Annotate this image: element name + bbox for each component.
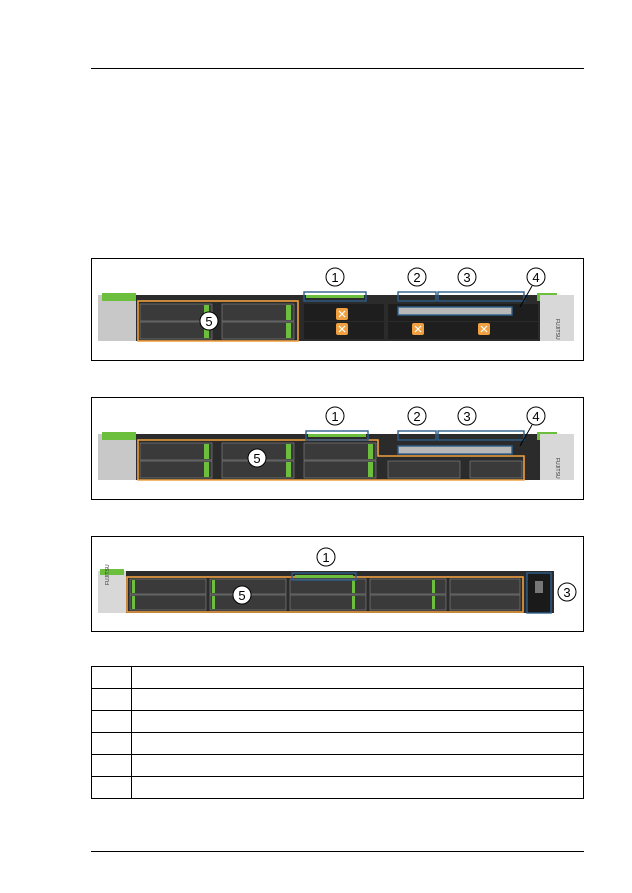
- server-front-view-3: FUJITSU: [91, 536, 584, 632]
- row-number: [91, 732, 132, 755]
- fujitsu-logo-3: FUJITSU: [105, 564, 111, 585]
- callout-2: 2: [413, 409, 420, 424]
- footer-rule: [91, 851, 584, 852]
- callout-5-frame: [137, 300, 299, 342]
- server-front-illustration-1: FUJITSU: [98, 267, 574, 342]
- table-row: [91, 732, 584, 755]
- table-row: [91, 776, 584, 799]
- row-description: [131, 776, 584, 799]
- row-description: [131, 666, 584, 689]
- callout-3: 3: [463, 270, 470, 285]
- callout-3: 3: [563, 585, 570, 600]
- callout-4: 4: [532, 409, 539, 424]
- server-front-illustration-3: FUJITSU: [98, 547, 577, 614]
- row-number: [91, 710, 132, 733]
- callout-5: 5: [205, 314, 212, 329]
- row-description: [131, 688, 584, 711]
- table-row: [91, 688, 584, 711]
- callout-5-frame: [137, 439, 525, 481]
- callout-5: 5: [238, 588, 245, 603]
- fujitsu-logo-1: FUJITSU: [554, 319, 560, 340]
- row-number: [91, 688, 132, 711]
- callout-5: 5: [253, 451, 260, 466]
- row-description: [131, 732, 584, 755]
- table-row: [91, 666, 584, 689]
- table-row: [91, 754, 584, 777]
- server-front-view-2: FUJITSU: [91, 397, 584, 500]
- callout-legend-table: [91, 666, 584, 799]
- server-front-illustration-2: FUJITSU: [98, 406, 574, 481]
- fujitsu-logo-2: FUJITSU: [554, 458, 560, 479]
- row-description: [131, 710, 584, 733]
- callout-3: 3: [463, 409, 470, 424]
- row-description: [131, 754, 584, 777]
- callout-1: 1: [322, 550, 329, 565]
- row-number: [91, 666, 132, 689]
- callout-1: 1: [331, 409, 338, 424]
- table-row: [91, 710, 584, 733]
- server-front-view-1: FUJITSU: [91, 258, 584, 361]
- callout-1: 1: [331, 270, 338, 285]
- callout-2: 2: [413, 270, 420, 285]
- header-rule: [91, 68, 584, 69]
- row-number: [91, 776, 132, 799]
- row-number: [91, 754, 132, 777]
- callout-4: 4: [532, 270, 539, 285]
